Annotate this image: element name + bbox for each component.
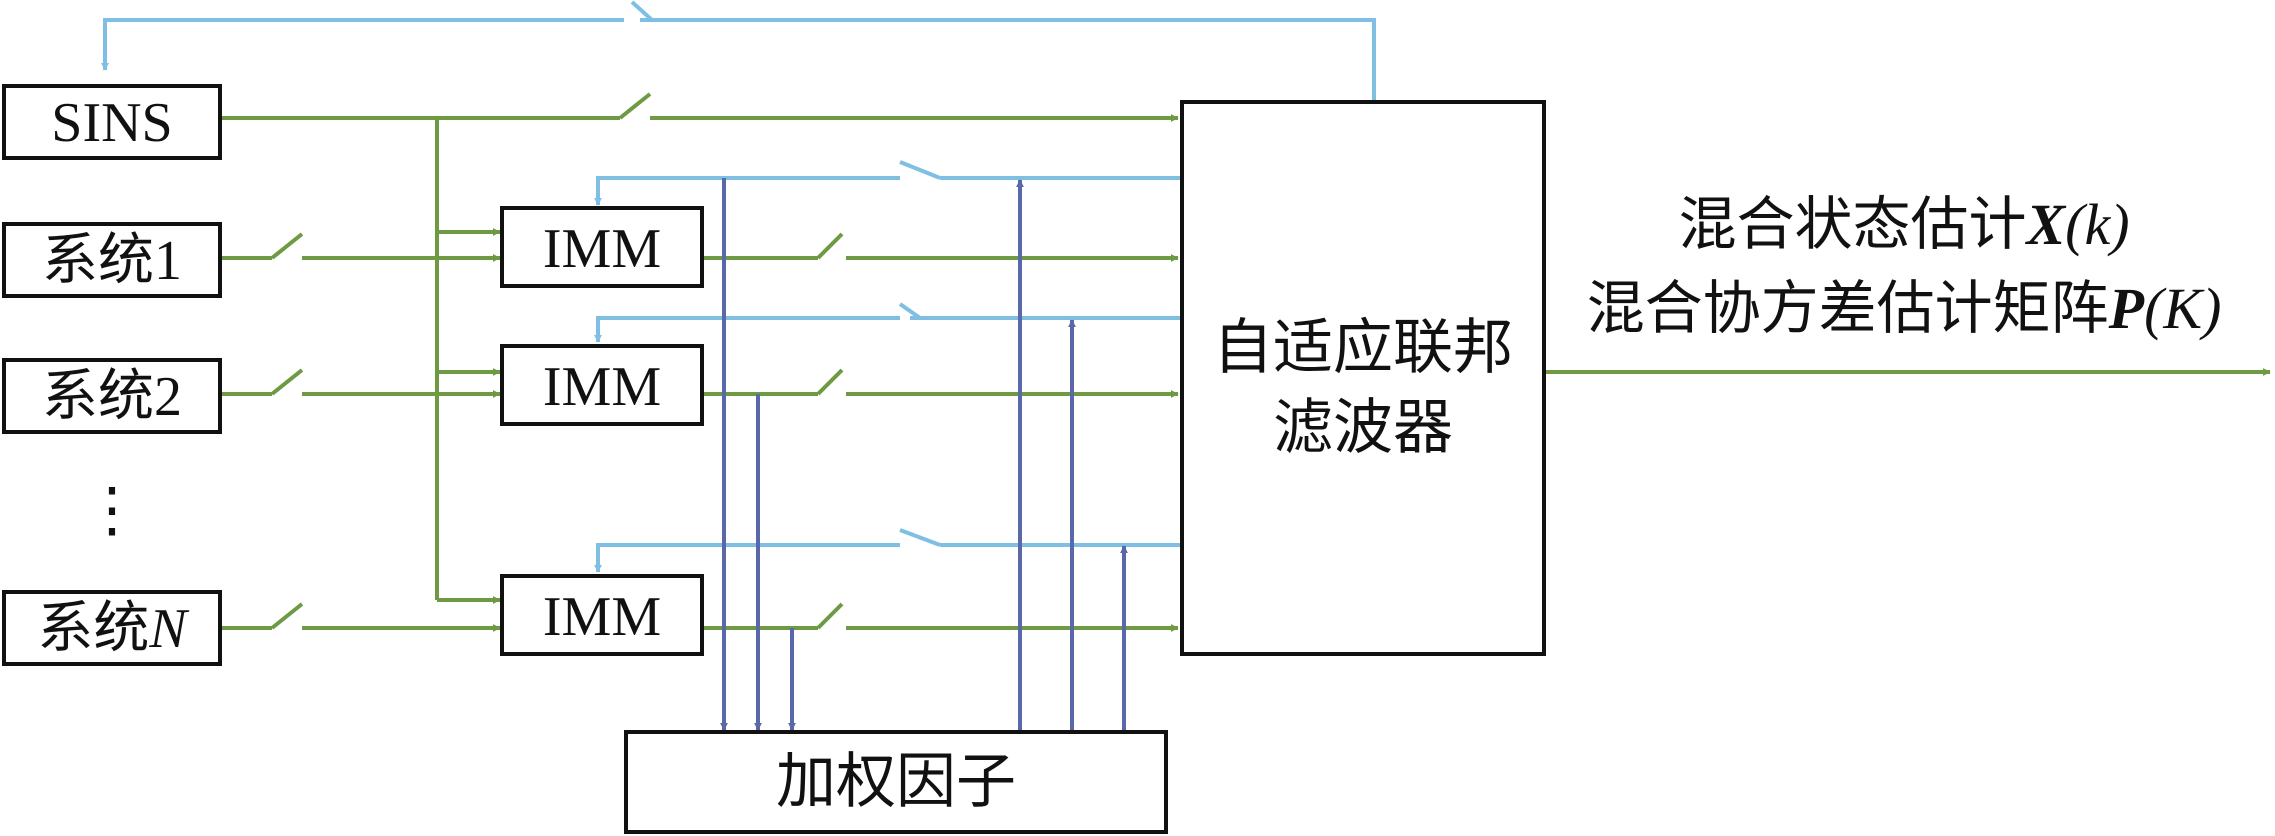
imm3-box: [500, 574, 704, 656]
sins-switch: [618, 92, 652, 120]
filter-label-line1: 自适应联邦: [1213, 315, 1513, 381]
sins-feedback-switch: [630, 0, 654, 22]
output-state-label: 混合状态估计X(k): [1678, 192, 2129, 257]
system1-label: 系统1: [42, 230, 182, 292]
output-cov-label: 混合协方差估计矩阵P(K): [1587, 276, 2222, 341]
imm1-label: IMM: [543, 218, 661, 280]
weight-label: 加权因子: [776, 749, 1016, 815]
sins-feedback-tail: [101, 18, 624, 71]
output-state-text: 混合状态估计: [1678, 192, 2026, 257]
sins-box: [2, 84, 222, 160]
output-state-arg: (k): [2065, 192, 2129, 257]
system2-box: [2, 358, 222, 434]
output-state-var: X: [2024, 192, 2066, 257]
imm3-feedback-switch: [899, 528, 941, 547]
imm3-label: IMM: [543, 586, 661, 648]
imm2-box: [500, 344, 704, 426]
imm3-feedback-b: [594, 543, 900, 573]
ellipsis-label: ⋮: [82, 477, 142, 543]
imm1-feedback-switch: [899, 160, 941, 180]
system1-box: [2, 222, 222, 298]
filter-label-line2: 滤波器: [1273, 395, 1453, 461]
imm1-feedback-b: [594, 176, 900, 206]
systemn-prefix: 系统: [37, 598, 149, 660]
output-cov-text: 混合协方差估计矩阵: [1587, 276, 2109, 341]
output-cov-var: P: [2108, 276, 2145, 341]
sys1-switch: [270, 232, 304, 260]
imm3-out-switch: [816, 602, 844, 630]
system2-label: 系统2: [42, 366, 182, 428]
sins-feedback-line: [640, 18, 1376, 102]
imm2-out-switch: [816, 368, 844, 396]
sysn-switch: [270, 602, 304, 630]
weight-lines: [720, 178, 1128, 731]
signal-lines: [222, 92, 2271, 632]
systemn-var: N: [148, 598, 189, 660]
imm2-label: IMM: [543, 356, 661, 418]
output-cov-arg: (K): [2144, 276, 2221, 341]
systemn-label: 系统N: [37, 598, 189, 660]
imm1-box: [500, 206, 704, 288]
sins-label: SINS: [51, 92, 172, 154]
sys2-switch: [270, 368, 304, 396]
weight-box: [624, 730, 1168, 834]
systemn-box: [2, 590, 222, 666]
imm1-out-switch: [816, 232, 844, 260]
filter-box: [1180, 100, 1546, 656]
feedback-lines: [101, 0, 1376, 573]
imm2-feedback-switch: [898, 302, 922, 320]
imm2-feedback-b: [594, 316, 900, 343]
